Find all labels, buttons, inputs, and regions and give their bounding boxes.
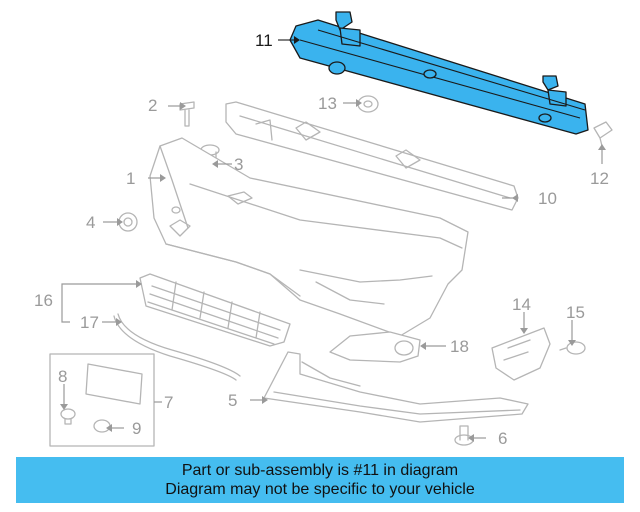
- callout-3: 3: [234, 155, 243, 174]
- callout-17: 17: [80, 313, 99, 332]
- part-10-energy-absorber[interactable]: [225, 101, 519, 211]
- part-9-nut[interactable]: [93, 419, 111, 433]
- banner-line-disclaimer: Diagram may not be specific to your vehi…: [165, 481, 475, 498]
- callout-18: 18: [450, 337, 469, 356]
- callout-5: 5: [228, 391, 237, 410]
- part-14-bracket[interactable]: [491, 327, 551, 381]
- callout-7: 7: [164, 393, 173, 412]
- callout-8: 8: [58, 367, 67, 386]
- bumper-exploded-diagram: 11 2 13 1 3 4 10 12 16 17 18 14 15 5 6 7…: [34, 11, 613, 448]
- callout-10: 10: [538, 189, 557, 208]
- part-13-grommet[interactable]: [357, 95, 379, 113]
- callout-4: 4: [86, 213, 95, 232]
- callout-13: 13: [318, 94, 337, 113]
- callout-9: 9: [132, 419, 141, 438]
- arrowheads: [60, 36, 606, 442]
- part-11-reinforcement-bar[interactable]: [289, 11, 589, 135]
- callout-15: 15: [566, 303, 585, 322]
- callout-2: 2: [148, 96, 157, 115]
- part-1-bumper-cover[interactable]: [149, 137, 469, 337]
- info-banner: Part or sub-assembly is #11 in diagram D…: [16, 457, 624, 503]
- callout-16: 16: [34, 291, 53, 310]
- banner-line-part-number: Part or sub-assembly is #11 in diagram: [181, 462, 459, 479]
- callout-6: 6: [498, 429, 507, 448]
- part-6-bolt[interactable]: [454, 425, 474, 446]
- callout-1: 1: [126, 169, 135, 188]
- part-5-lower-spoiler[interactable]: [263, 351, 529, 423]
- callout-14: 14: [512, 295, 531, 314]
- callout-11: 11: [255, 31, 273, 50]
- callout-12: 12: [590, 169, 609, 188]
- part-7-license-bracket-group[interactable]: [49, 353, 155, 447]
- part-17-molding-strip[interactable]: [113, 313, 241, 381]
- part-16-lower-grille[interactable]: [139, 273, 291, 347]
- part-18-side-bezel[interactable]: [329, 331, 421, 363]
- part-12-push-pin[interactable]: [593, 121, 613, 147]
- part-8-screw[interactable]: [60, 408, 76, 425]
